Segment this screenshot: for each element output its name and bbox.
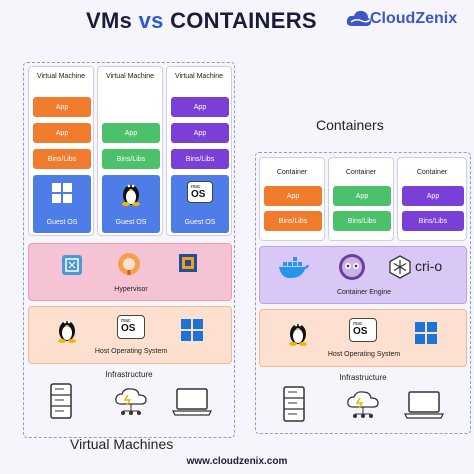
vm-column-title: Virtual Machine [174,73,224,80]
brand-name: CloudZenix [370,10,458,27]
containers-section-title: Containers [316,117,384,133]
macos-small-text: mac [121,318,131,324]
vm-host-os-layer: mac OS Host Operating System [28,306,232,364]
guest-os-label: Guest OS [46,219,78,226]
vm-app-block: App [171,123,229,143]
container-column-2: Container App Bins/Libs [328,157,394,241]
container-engine-label: Container Engine [336,289,392,296]
hypervisor-layer: Hypervisor [28,243,232,301]
macos-big-text: OS [353,326,368,337]
vm-bins-block: Bins/Libs [171,149,229,169]
container-column-title: Container [345,169,377,176]
container-bins-block: Bins/Libs [402,211,464,231]
container-app-block: App [264,186,322,206]
vm-section [23,62,235,438]
cloud-logo-icon [346,10,372,26]
macos-big-text: OS [121,323,136,334]
page-title: VMs vs CONTAINERS [86,8,317,34]
vm-guest-os: Guest OS [102,175,160,233]
linux-tux-icon [58,320,76,343]
container-column-title: Container [276,169,308,176]
cloud-network-icon [115,388,147,415]
vm-guest-os: mac OS Guest OS [171,175,229,233]
linux-tux-icon [289,323,307,346]
macos-icon: mac OS [187,181,213,203]
windows-icon [181,319,203,341]
vm-column-1: Virtual Machine App App Bins/Libs Guest … [28,66,94,236]
windows-icon [415,322,437,344]
macos-small-text: mac [353,321,363,327]
container-host-os-layer: mac OS Host Operating System [259,309,467,367]
podman-icon [339,254,365,280]
virtualbox-icon [179,254,197,272]
vm-column-3: Virtual Machine App App Bins/Libs mac OS… [166,66,232,236]
container-bins-block: Bins/Libs [264,211,322,231]
server-icon [283,386,305,422]
hyperv-icon [62,255,82,275]
container-bins-block: Bins/Libs [333,211,391,231]
brand-logo: CloudZenix [346,4,470,36]
vm-app-block: App [33,123,91,143]
macos-small-text: mac [191,184,201,190]
vm-column-2: Virtual Machine App Bins/Libs Guest OS [97,66,163,236]
container-app-block: App [402,186,464,206]
vm-app-block: App [102,123,160,143]
container-app-block: App [333,186,391,206]
vm-bins-block: Bins/Libs [102,149,160,169]
host-os-label: Host Operating System [94,348,168,355]
crio-icon [389,255,411,279]
linux-tux-icon [122,184,140,206]
macos-icon: mac OS [349,318,377,342]
laptop-icon [404,391,444,419]
title-vms: VMs [86,8,133,33]
guest-os-label: Guest OS [115,219,147,226]
windows-icon [52,183,72,203]
title-containers: CONTAINERS [170,8,317,33]
container-column-title: Container [416,169,448,176]
containers-section [255,152,471,434]
macos-icon: mac OS [117,315,145,339]
crio-label: cri-o [415,258,443,274]
cloud-network-icon [347,391,379,418]
vm-column-title: Virtual Machine [36,73,86,80]
vm-bins-block: Bins/Libs [33,149,91,169]
container-engine-layer: cri-o Container Engine [259,246,467,304]
container-column-1: Container App Bins/Libs [259,157,325,241]
server-icon [50,383,72,419]
macos-big-text: OS [191,189,206,200]
infrastructure-label: Infrastructure [339,373,387,382]
parallels-icon [118,253,140,275]
laptop-icon [172,388,212,416]
vm-section-label: Virtual Machines [70,436,174,452]
hypervisor-label: Hypervisor [114,286,148,293]
infrastructure-label: Infrastructure [105,370,153,379]
vm-guest-os: Guest OS [33,175,91,233]
vm-app-block: App [171,97,229,117]
container-column-3: Container App Bins/Libs [397,157,467,241]
host-os-label: Host Operating System [327,351,401,358]
docker-icon [279,257,309,278]
guest-os-label: Guest OS [184,219,216,226]
title-vs: vs [138,8,164,33]
vm-column-title: Virtual Machine [105,73,155,80]
vm-app-block: App [33,97,91,117]
footer-url[interactable]: www.cloudzenix.com [186,456,288,467]
